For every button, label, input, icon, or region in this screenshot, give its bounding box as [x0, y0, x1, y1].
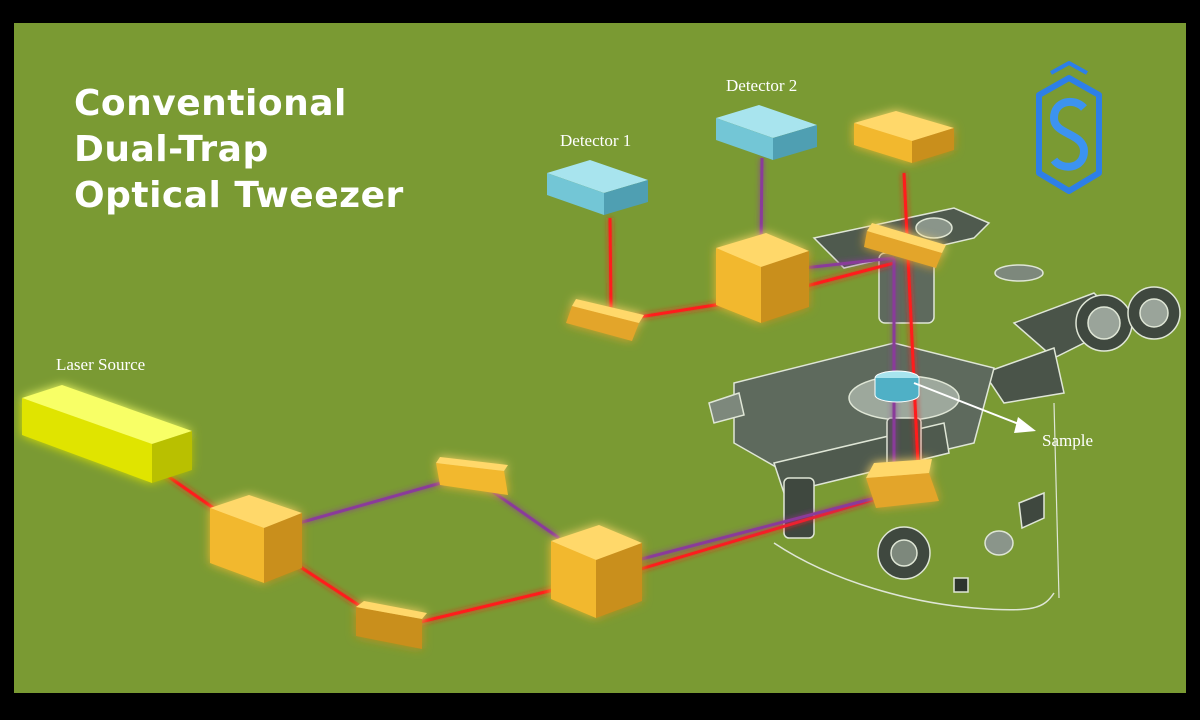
mirror-2	[436, 457, 508, 495]
mirror-5	[866, 459, 939, 508]
mirror-3	[566, 299, 644, 341]
beam-splitter-cube-3	[716, 233, 809, 323]
laser-source-label: Laser Source	[56, 355, 146, 374]
mirror-4	[864, 223, 946, 268]
optical-setup-diagram	[22, 61, 1181, 649]
title-line-2: Dual-Trap	[74, 129, 269, 170]
title-line-1: Conventional	[74, 83, 347, 124]
detector-1-box	[547, 160, 648, 215]
detector-2-box	[716, 105, 817, 160]
laser-source-box	[22, 385, 192, 483]
top-optic-block	[854, 111, 954, 163]
sample-dish	[874, 370, 920, 403]
diagram-canvas: Conventional Dual-Trap Optical Tweezer L…	[14, 23, 1186, 693]
mirror-1	[356, 601, 427, 649]
detector-1-label: Detector 1	[560, 131, 632, 150]
beam-splitter-cube-1	[210, 495, 302, 583]
s-hexagon-logo-icon	[1036, 61, 1102, 194]
sample-label: Sample	[1042, 431, 1093, 450]
beam-splitter-cube-2	[551, 525, 642, 618]
sample-pointer-arrow	[913, 382, 1036, 433]
title-line-3: Optical Tweezer	[74, 175, 404, 216]
diagram-title: Conventional Dual-Trap Optical Tweezer	[74, 81, 404, 219]
detector-2-label: Detector 2	[726, 76, 798, 95]
